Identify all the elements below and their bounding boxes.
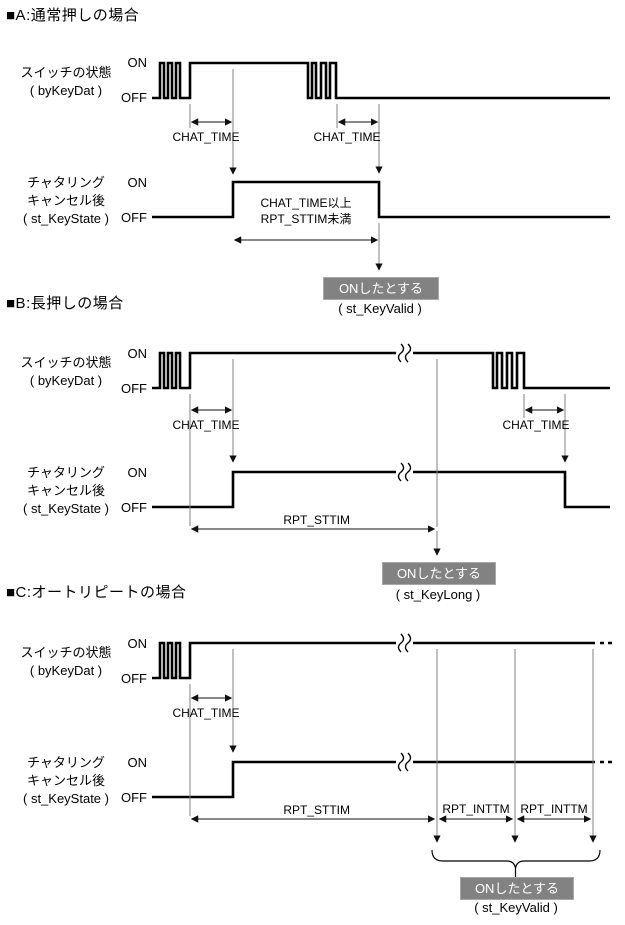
chat-time-min-label: CHAT_TIME以上 — [260, 196, 352, 210]
signal-label-stkeystate: ( st_KeyState ) — [23, 211, 109, 226]
chat-time-label: CHAT_TIME — [172, 706, 240, 720]
section-a-guides — [189, 69, 383, 271]
signal-label-switch-state: スイッチの状態 — [20, 355, 112, 370]
section-a-title: ■A:通常押しの場合 — [6, 7, 140, 24]
section-a-dim-arrows — [190, 118, 379, 244]
section-b-dim-arrows — [190, 406, 565, 533]
section-b-title: ■B:長押しの場合 — [6, 295, 124, 312]
waveform-stkeystate-b — [152, 470, 610, 509]
result-var-b: ( st_KeyLong ) — [395, 587, 481, 602]
off-label: OFF — [121, 671, 147, 686]
on-label: ON — [127, 636, 148, 651]
result-box-a: ONしたとする — [323, 277, 439, 300]
waveform-bykeydat-b — [152, 351, 610, 390]
section-c-guides — [189, 649, 597, 843]
chat-time-label: CHAT_TIME — [502, 418, 570, 432]
signal-label-bykeydat: ( byKeyDat ) — [29, 663, 103, 678]
signal-label-bykeydat: ( byKeyDat ) — [29, 373, 103, 388]
chat-time-label: CHAT_TIME — [172, 130, 240, 144]
off-label: OFF — [121, 381, 147, 396]
repeat-group-brace — [431, 849, 601, 877]
section-c-title: ■C:オートリピートの場合 — [6, 584, 187, 601]
signal-label-bykeydat: ( byKeyDat ) — [29, 83, 103, 98]
on-label: ON — [127, 175, 148, 190]
section-c-break-marks — [396, 633, 413, 772]
off-label: OFF — [121, 500, 147, 515]
off-label: OFF — [121, 210, 147, 225]
signal-label-cancel: キャンセル後 — [26, 773, 105, 788]
signal-label-cancel: キャンセル後 — [26, 193, 105, 208]
on-label: ON — [127, 465, 148, 480]
on-label: ON — [127, 755, 148, 770]
signal-label-chattering: チャタリング — [27, 755, 105, 770]
section-c-dim-arrows — [190, 694, 592, 823]
section-c-waveforms — [152, 641, 612, 799]
waveform-stkeystate-c — [152, 760, 595, 799]
section-b-guides — [189, 359, 569, 556]
section-b-break-marks — [396, 343, 413, 482]
signal-label-cancel: キャンセル後 — [26, 483, 105, 498]
chat-time-label: CHAT_TIME — [172, 418, 240, 432]
result-box-c: ONしたとする — [460, 877, 574, 900]
signal-label-chattering: チャタリング — [27, 465, 105, 480]
chat-time-label: CHAT_TIME — [313, 130, 381, 144]
rpt-inttm-label: RPT_INTTM — [442, 802, 510, 816]
waveform-stkeystate-a — [152, 180, 610, 219]
signal-label-switch-state: スイッチの状態 — [20, 65, 112, 80]
on-label: ON — [127, 55, 148, 70]
signal-label-stkeystate: ( st_KeyState ) — [23, 501, 109, 516]
signal-label-chattering: チャタリング — [27, 175, 105, 190]
section-a-waveforms — [152, 61, 610, 219]
rpt-sttim-max-label: RPT_STTIM未満 — [260, 212, 352, 226]
result-var-c: ( st_KeyValid ) — [474, 900, 558, 915]
signal-label-switch-state: スイッチの状態 — [20, 645, 112, 660]
on-label: ON — [127, 346, 148, 361]
rpt-sttim-label: RPT_STTIM — [283, 803, 350, 817]
waveform-bykeydat-a — [152, 61, 610, 100]
rpt-inttm-label: RPT_INTTM — [520, 802, 588, 816]
rpt-sttim-label: RPT_STTIM — [283, 513, 350, 527]
waveform-bykeydat-c — [152, 641, 595, 680]
result-box-b: ONしたとする — [382, 562, 496, 585]
off-label: OFF — [121, 90, 147, 105]
signal-label-stkeystate: ( st_KeyState ) — [23, 791, 109, 806]
off-label: OFF — [121, 790, 147, 805]
result-var-a: ( st_KeyValid ) — [338, 301, 422, 316]
